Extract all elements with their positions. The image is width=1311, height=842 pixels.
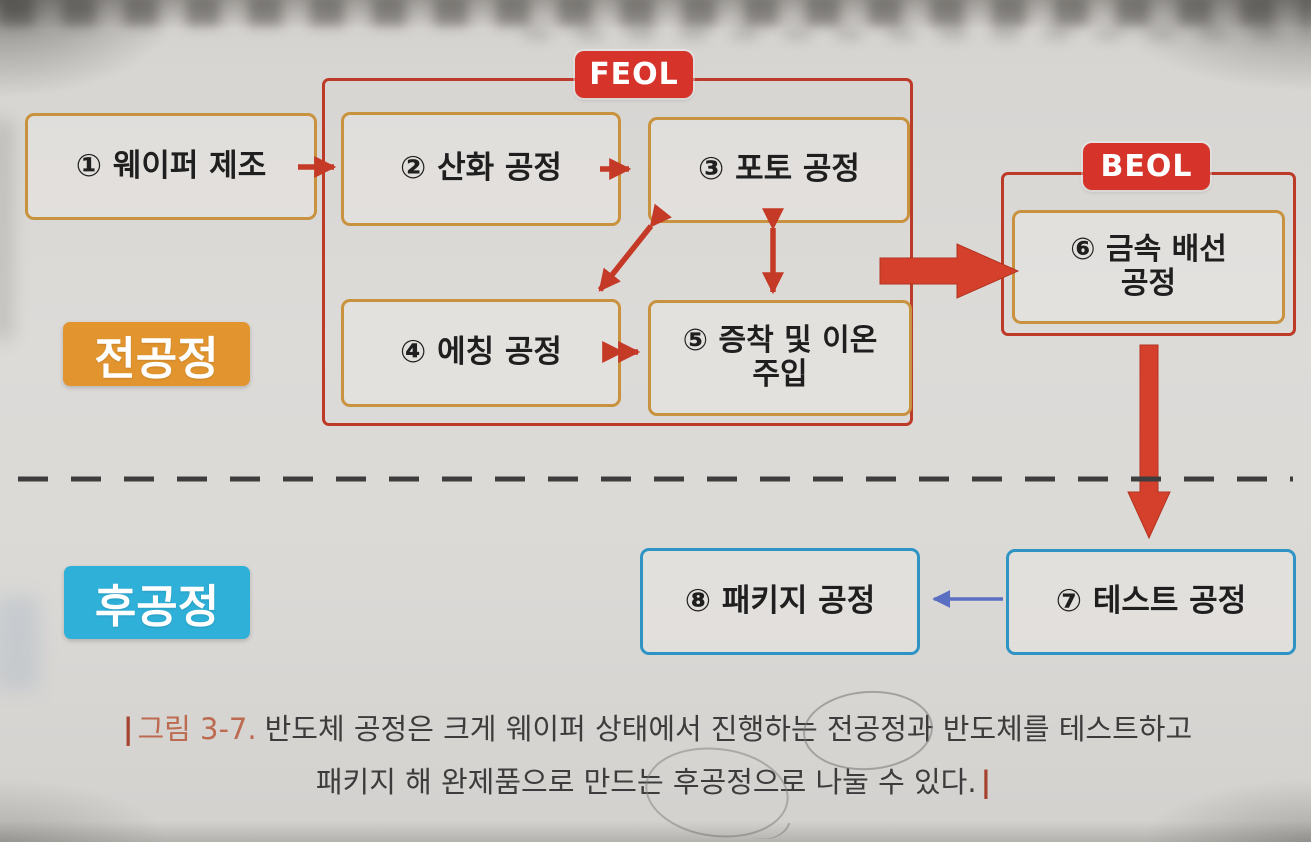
figure-caption-line1: |그림 3-7.반도체 공정은 크게 웨이퍼 상태에서 진행하는 전공정과 반도…: [0, 703, 1311, 756]
process-box-metal-wiring: ⑥ 금속 배선 공정: [1012, 210, 1285, 324]
back-process-badge: 후공정: [64, 566, 250, 639]
caption-front-process-word-pencil-circled: 전공정: [827, 703, 907, 756]
process-box-package-label: ⑧ 패키지 공정: [684, 582, 876, 619]
process-box-metal-wiring-label-line2: 공정: [1120, 266, 1177, 301]
caption-start-bar: |: [122, 712, 134, 746]
caption-line2-pre: 패키지 해 완제품으로 만드는: [315, 765, 673, 799]
process-box-oxidation: ② 산화 공정: [341, 112, 621, 226]
page-bleedthrough-blue: [0, 595, 40, 690]
process-box-etching-label: ④ 에칭 공정: [400, 334, 562, 371]
process-box-metal-wiring-label-line1: ⑥ 금속 배선: [1070, 231, 1227, 267]
page-bleedthrough-top-2: [524, 26, 1311, 40]
page-bleedthrough-left: [0, 120, 12, 340]
thick-arrow-beol-to-test: [1127, 344, 1171, 540]
feol-badge: FEOL: [575, 51, 693, 98]
process-box-wafer-label: ① 웨이퍼 제조: [75, 147, 267, 184]
feol-badge-label: FEOL: [589, 57, 679, 92]
process-box-test-label: ⑦ 테스트 공정: [1055, 583, 1247, 620]
beol-badge: BEOL: [1083, 143, 1210, 190]
process-box-deposition-label-line2: 주입: [752, 357, 808, 392]
process-box-deposition-label-line1: ⑤ 증착 및 이온: [682, 322, 878, 358]
process-box-etching: ④ 에칭 공정: [341, 299, 621, 407]
process-box-deposition: ⑤ 증착 및 이온 주입: [648, 300, 912, 416]
caption-line1-post: 과 반도체를 테스트하고: [906, 712, 1193, 746]
front-process-badge: 전공정: [63, 322, 250, 386]
caption-back-process-word-pencil-circled: 후공정: [673, 756, 753, 809]
front-process-badge-label: 전공정: [94, 331, 219, 385]
figure-caption-line2: 패키지 해 완제품으로 만드는 후공정으로 나눌 수 있다.|: [0, 756, 1311, 809]
process-box-oxidation-label: ② 산화 공정: [400, 150, 562, 187]
page-bleedthrough-top: [0, 0, 1311, 26]
process-box-wafer: ① 웨이퍼 제조: [25, 113, 317, 220]
caption-line1-pre: 반도체 공정은 크게 웨이퍼 상태에서 진행하는: [264, 712, 827, 746]
process-box-photo-label: ③ 포토 공정: [698, 151, 860, 188]
process-box-package: ⑧ 패키지 공정: [640, 548, 920, 655]
figure-caption: |그림 3-7.반도체 공정은 크게 웨이퍼 상태에서 진행하는 전공정과 반도…: [0, 703, 1311, 809]
back-process-badge-label: 후공정: [94, 580, 220, 633]
figure-number-label: 그림 3-7.: [137, 712, 257, 746]
beol-badge-label: BEOL: [1100, 149, 1193, 184]
caption-line2-post: 으로 나눌 수 있다.: [752, 765, 977, 799]
caption-end-bar: |: [980, 765, 992, 799]
process-box-photo: ③ 포토 공정: [648, 117, 910, 223]
process-box-test: ⑦ 테스트 공정: [1006, 549, 1296, 655]
